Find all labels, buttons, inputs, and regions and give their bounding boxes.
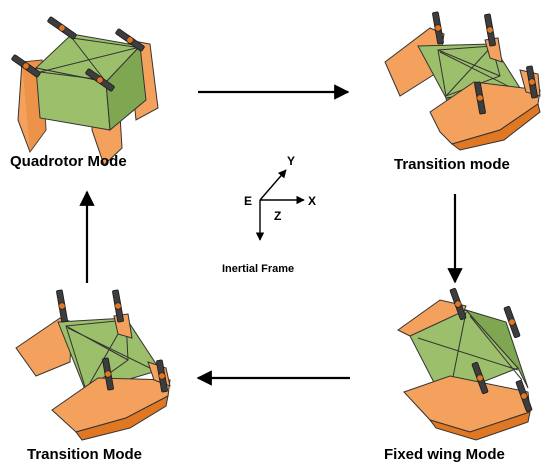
fixed-wing-aircraft — [397, 287, 533, 441]
z-axis-label: Z — [274, 209, 281, 223]
caption-quadrotor-mode: Quadrotor Mode — [10, 153, 127, 170]
origin-label: E — [244, 194, 252, 208]
caption-transition-mode-top: Transition mode — [394, 156, 510, 173]
x-axis-label: X — [308, 194, 316, 208]
inertial-frame-axes: E X Y Z — [244, 154, 316, 241]
transition-bottom-aircraft — [15, 289, 171, 441]
caption-transition-mode-bottom: Transition Mode — [27, 446, 143, 463]
y-axis-label: Y — [287, 154, 295, 168]
transition-top-aircraft — [384, 11, 541, 151]
caption-fixed-wing-mode: Fixed wing Mode — [384, 446, 505, 463]
quadrotor-aircraft — [10, 15, 159, 166]
y-axis-arrow — [259, 169, 287, 201]
inertial-frame-title: Inertial Frame — [222, 263, 295, 275]
